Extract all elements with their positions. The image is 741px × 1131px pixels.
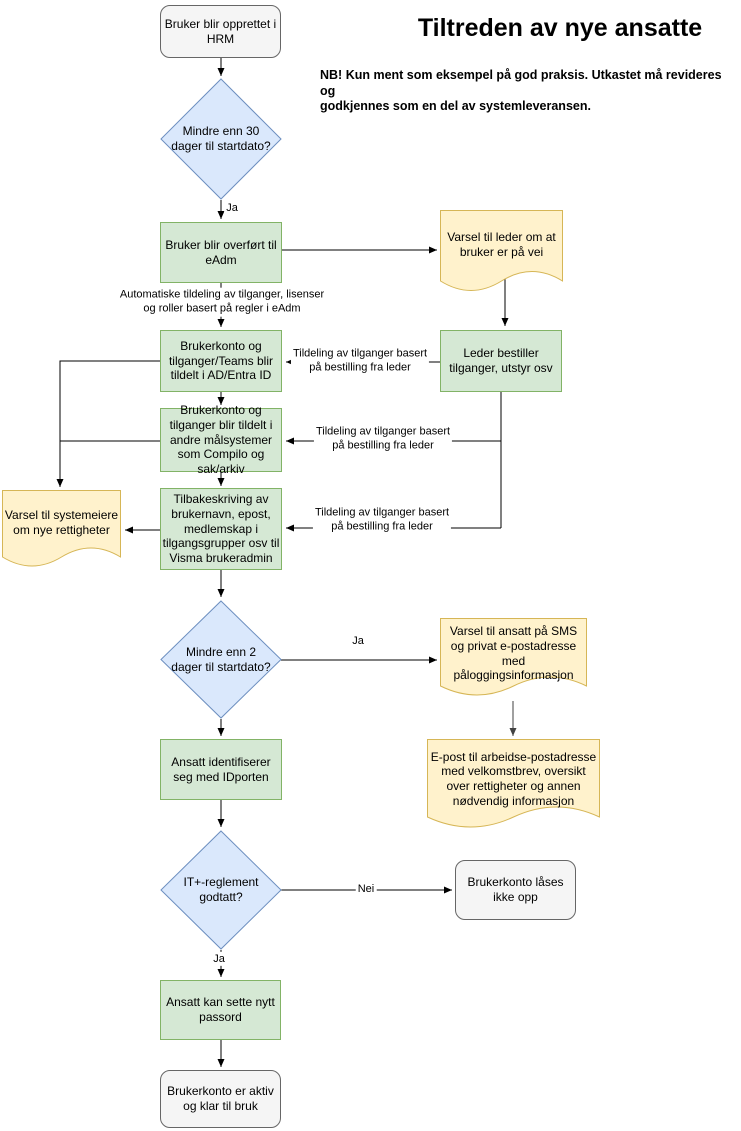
disclaimer-note: NB! Kun ment som eksempel på god praksis… [320, 68, 722, 114]
edge-label-ja-2: Ja [350, 633, 366, 649]
document-varsel-sms-label: Varsel til ansatt på SMS og privat e-pos… [449, 624, 578, 683]
document-epost-velkomst-label: E-post til arbeidse-postadresse med velk… [430, 749, 597, 808]
document-shape [440, 618, 587, 696]
process-nytt-passord: Ansatt kan sette nytt passord [160, 980, 281, 1040]
decision-30-days-label: Mindre enn 30 dager til startdato? [171, 124, 271, 153]
decision-30-days: Mindre enn 30 dager til startdato? [160, 78, 282, 200]
diamond-shape [160, 78, 282, 200]
process-idporten-label: Ansatt identifiserer seg med IDporten [171, 754, 271, 784]
diamond-shape [160, 600, 282, 719]
decision-2-days-label: Mindre enn 2 dager til startdato? [171, 644, 271, 674]
edge-label-auto-tildeling: Automatiske tildeling av tilganger, lise… [117, 287, 327, 317]
edge-label-ja-3: Ja [211, 951, 227, 967]
document-varsel-systemeiere: Varsel til systemeiere om nye rettighete… [2, 490, 121, 570]
document-shape [427, 739, 600, 828]
process-transfer-eadm: Bruker blir overført til eAdm [160, 222, 282, 283]
document-epost-velkomst: E-post til arbeidse-postadresse med velk… [427, 739, 600, 834]
terminator-laases-ikke-label: Brukerkonto låses ikke opp [467, 875, 564, 904]
terminator-laases-ikke: Brukerkonto låses ikke opp [455, 860, 576, 920]
edge-label-tildeling-3: Tildeling av tilganger basert på bestill… [312, 505, 452, 535]
edge-label-tildeling-2: Tildeling av tilganger basert på bestill… [313, 424, 453, 454]
process-transfer-eadm-label: Bruker blir overført til eAdm [165, 237, 277, 267]
decision-reglement-label: IT+-reglement godtatt? [183, 875, 259, 904]
process-nytt-passord-label: Ansatt kan sette nytt passord [166, 995, 275, 1024]
terminator-start-label: Bruker blir opprettet i HRM [164, 16, 277, 46]
process-andre-malsystemer-label: Brukerkonto og tilganger blir tildelt i … [169, 403, 273, 476]
document-varsel-sms: Varsel til ansatt på SMS og privat e-pos… [440, 618, 587, 704]
process-leder-bestiller-label: Leder bestiller tilganger, utstyr osv [449, 346, 553, 375]
process-tilbakeskriving: Tilbakeskriving av brukernavn, epost, me… [160, 488, 282, 570]
page-title: Tiltreden av nye ansatte [417, 14, 703, 42]
document-shape [2, 490, 121, 567]
document-varsel-leder: Varsel til leder om at bruker er på vei [440, 210, 563, 294]
process-andre-malsystemer: Brukerkonto og tilganger blir tildelt i … [160, 403, 282, 476]
terminator-konto-aktiv-label: Brukerkonto er aktiv og klar til bruk [167, 1084, 274, 1113]
document-varsel-leder-label: Varsel til leder om at bruker er på vei [447, 229, 556, 259]
diamond-shape [160, 830, 282, 950]
process-ad-entra: Brukerkonto og tilganger/Teams blir tild… [160, 330, 282, 392]
edge-label-tildeling-1: Tildeling av tilganger basert på bestill… [290, 346, 430, 376]
document-varsel-systemeiere-label: Varsel til systemeiere om nye rettighete… [4, 507, 119, 537]
process-idporten: Ansatt identifiserer seg med IDporten [160, 739, 282, 800]
decision-2-days: Mindre enn 2 dager til startdato? [160, 600, 282, 719]
decision-reglement: IT+-reglement godtatt? [160, 830, 282, 950]
process-leder-bestiller: Leder bestiller tilganger, utstyr osv [440, 330, 562, 392]
document-shape [440, 210, 563, 291]
edge-label-nei: Nei [355, 881, 377, 897]
terminator-start: Bruker blir opprettet i HRM [160, 5, 281, 58]
process-tilbakeskriving-label: Tilbakeskriving av brukernavn, epost, me… [162, 492, 280, 565]
process-ad-entra-label: Brukerkonto og tilganger/Teams blir tild… [168, 339, 274, 383]
terminator-konto-aktiv: Brukerkonto er aktiv og klar til bruk [160, 1070, 281, 1128]
edge-label-ja-1: Ja [224, 200, 240, 216]
